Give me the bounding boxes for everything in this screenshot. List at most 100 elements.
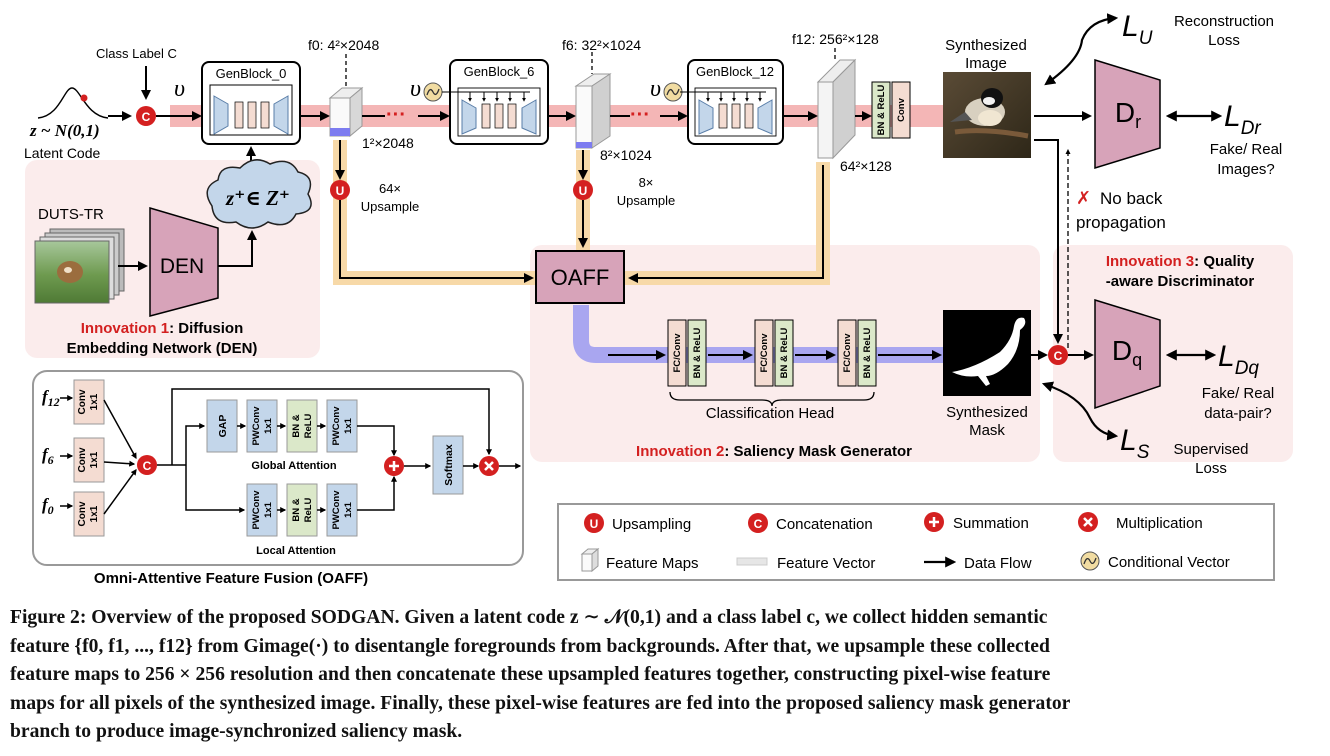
lu-curve-arrow <box>1044 13 1119 86</box>
legend-conditional-vector: Conditional Vector <box>1108 554 1230 571</box>
oaff-bnrelu-g <box>286 399 318 453</box>
dq-label: Dq <box>1112 335 1142 370</box>
legend-upsampling: Upsampling <box>612 516 691 533</box>
recon-label: Reconstruction <box>1174 13 1274 30</box>
no-backprop-label: No back <box>1100 189 1163 208</box>
upsample-op-1 <box>330 180 350 200</box>
oaff-bnrelu-l-k: ReLU <box>303 497 314 522</box>
synthesized-bird-image <box>943 72 1031 158</box>
cls-head-label: Classification Head <box>706 405 834 422</box>
oaff-concat-label: C <box>143 459 152 473</box>
gaussian-sample-dot <box>80 94 88 102</box>
up8-label2: Upsample <box>617 193 676 208</box>
oaff-pwconv-g1-k: 1x1 <box>263 417 274 434</box>
innovation-1: Innovation 1: Diffusion <box>81 320 244 337</box>
z-plus-label: z⁺∈ Z⁺ <box>225 186 290 210</box>
oaff-bnrelu-g-label: BN & <box>291 414 302 437</box>
oaff-pwconv-l2-label: PWConv <box>331 490 342 530</box>
genblock-12-label: GenBlock_12 <box>696 64 774 79</box>
oaff-conv-6-label: Conv <box>77 447 88 472</box>
oaff-box-title: Omni-Attentive Feature Fusion (OAFF) <box>94 570 368 587</box>
cls-bn-3: BN & ReLU <box>862 328 873 379</box>
legend-concat-icon-label: C <box>754 517 763 531</box>
oaff-pwconv-l1-k: 1x1 <box>263 501 274 518</box>
no-backprop-label2: propagation <box>1076 213 1166 232</box>
cls-layer-2 <box>754 319 794 387</box>
dots-1: ··· <box>386 104 406 126</box>
oaff-pwconv-l1 <box>246 483 278 537</box>
figure-caption: Figure 2: Overview of the proposed SODGA… <box>10 604 1320 747</box>
f12-feature-map <box>816 58 857 160</box>
duts-image-stack <box>34 228 125 304</box>
f12-to-oaff-line <box>628 165 824 283</box>
oaff-global-label: Global Attention <box>251 460 336 472</box>
ls-curve-arrow <box>1041 381 1119 441</box>
genblock-0-inner <box>209 84 293 136</box>
oaff-bnrelu-l <box>286 483 318 537</box>
legend-concat-icon <box>748 513 768 533</box>
upsample-op-1-label: U <box>336 184 345 198</box>
cls-bn-1: BN & ReLU <box>692 328 703 379</box>
innovation-3-line2: -aware Discriminator <box>1106 273 1255 290</box>
legend-data-flow: Data Flow <box>964 555 1032 572</box>
f6-feature-map <box>574 73 612 149</box>
cls-fc-3: FC/Conv <box>842 333 853 373</box>
oaff-gap-label: GAP <box>217 415 229 438</box>
legend-concatenation: Concatenation <box>776 516 873 533</box>
den-label: DEN <box>160 255 204 278</box>
legend-upsample-icon <box>584 513 604 533</box>
dq-fake-real: Fake/ Real <box>1202 385 1275 402</box>
oaff-conv-12 <box>73 379 105 425</box>
oaff-pwconv-g1 <box>246 399 278 453</box>
f6-size: f6: 32²×1024 <box>562 37 641 53</box>
f0-vec: 1²×2048 <box>362 135 414 151</box>
up64-label2: Upsample <box>361 199 420 214</box>
oaff-concat-op <box>137 455 157 475</box>
image-to-concat-line <box>1034 139 1063 344</box>
recon-label2: Loss <box>1208 32 1240 49</box>
supervised-label2: Loss <box>1195 460 1227 477</box>
dq-block <box>1094 298 1161 410</box>
genblock-6-label: GenBlock_6 <box>464 64 535 79</box>
watermark: 知乎 @大海 <box>1168 676 1309 755</box>
f6-vec: 8²×1024 <box>600 147 652 163</box>
oaff-softmax-label: Softmax <box>443 444 455 486</box>
genblock-6-inner <box>442 87 541 137</box>
oaff-bnrelu-g-k: ReLU <box>303 413 314 438</box>
duts-label: DUTS-TR <box>38 206 104 223</box>
ldr-label: LDr <box>1224 100 1261 139</box>
oaff-pwconv-g2-k: 1x1 <box>343 417 354 434</box>
dr-block <box>1094 58 1161 170</box>
oaff-pwconv-l2-k: 1x1 <box>343 501 354 518</box>
f0-feature-map <box>328 86 364 138</box>
dots-2: ··· <box>630 104 650 126</box>
oaff-block <box>535 250 625 304</box>
dq-datapair: data-pair? <box>1204 405 1272 422</box>
dr-images: Images? <box>1217 161 1275 178</box>
top-conv <box>891 81 911 139</box>
f0-to-oaff-line <box>339 200 534 283</box>
genblock-0-label: GenBlock_0 <box>216 66 287 81</box>
f12-size: f12: 256²×128 <box>792 31 879 47</box>
oaff-pwconv-g2 <box>326 399 358 453</box>
v-symbol-3: υ <box>650 76 661 102</box>
synth-image-label2: Image <box>965 55 1007 72</box>
latent-code-label: Latent Code <box>24 145 100 161</box>
legend-box <box>557 503 1275 581</box>
caption-line-5: branch to produce image-synchronized sal… <box>10 721 463 742</box>
latent-formula: z ~ N(0,1) <box>29 121 100 140</box>
legend-summation: Summation <box>953 515 1029 532</box>
concat-op-2-label: C <box>1054 349 1063 363</box>
up64-label: 64× <box>379 181 401 196</box>
ldq-label: LDq <box>1218 340 1259 379</box>
oaff-conv-12-label: Conv <box>77 389 88 414</box>
z-plus-cloud <box>206 159 312 229</box>
legend-feature-vector: Feature Vector <box>777 555 875 572</box>
legend-upsample-icon-label: U <box>590 517 599 531</box>
dr-label: Dr <box>1115 97 1141 132</box>
up8-label: 8× <box>639 175 654 190</box>
class-label: Class Label C <box>96 46 177 61</box>
innovation-2: Innovation 2: Saliency Mask Generator <box>636 443 912 460</box>
oaff-f6: f6 <box>42 445 54 467</box>
legend-feature-maps: Feature Maps <box>606 555 699 572</box>
